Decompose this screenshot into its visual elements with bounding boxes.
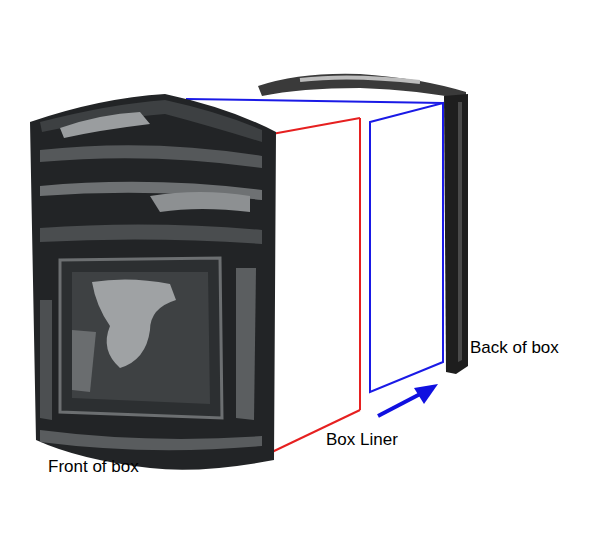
back-plate-highlight: [458, 102, 462, 362]
liner-top-edge: [186, 99, 443, 103]
front-roof-trim: [40, 100, 262, 142]
part-label: Front of box: [48, 457, 139, 477]
front-flap-highlight: [92, 279, 176, 368]
liner-red-top: [272, 118, 360, 134]
front-band: [40, 224, 262, 244]
front-flap: [60, 258, 222, 418]
liner-rear-face: [370, 103, 443, 392]
liner-red-side: [359, 118, 361, 410]
back-roof: [258, 74, 466, 100]
front-flap-shade: [72, 330, 96, 392]
front-side-highlight: [236, 268, 256, 420]
front-roof-highlight: [60, 112, 150, 138]
front-flap-inner: [72, 272, 210, 404]
front-body: [30, 94, 276, 470]
back-plate: [444, 94, 468, 374]
front-base-band: [40, 430, 262, 450]
part-label: Box Liner: [326, 430, 398, 450]
back-roof-highlight: [300, 77, 420, 82]
front-highlight: [150, 192, 250, 212]
front-band: [40, 145, 262, 168]
liner-arrow-shaft: [378, 392, 424, 416]
front-edge-shade: [40, 300, 52, 420]
liner-arrow-head: [414, 384, 438, 404]
part-label: Back of box: [470, 338, 559, 358]
